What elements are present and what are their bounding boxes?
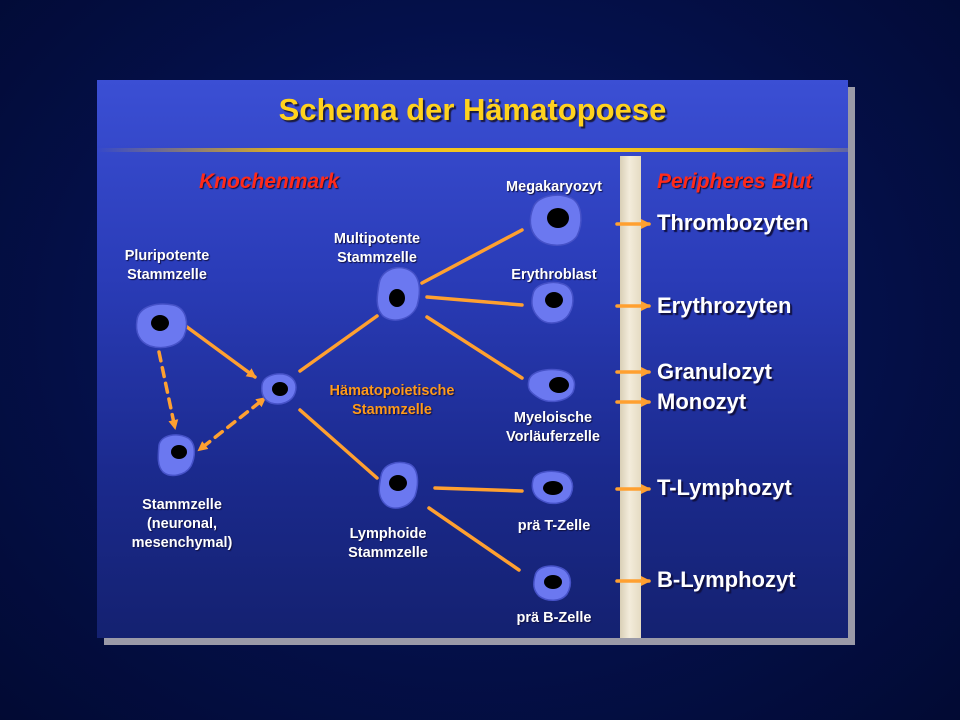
section-peripheres-blut: Peripheres Blut (657, 170, 813, 193)
cell-pluripotent (135, 303, 188, 349)
label-myeloid: Myeloische Vorläuferzelle (505, 410, 601, 445)
label-thrombocytes: Thrombozyten (657, 210, 809, 235)
cell-erythroblast (531, 281, 574, 324)
label-hematopoietic: Hämatopoietische Stammzelle (329, 383, 455, 418)
slide-panel: Schema der Hämatopoese Knochenmark Perip… (97, 80, 848, 638)
label-monocyte: Monozyt (657, 389, 747, 414)
label-pre-b: prä B-Zelle (516, 610, 592, 626)
section-knochenmark: Knochenmark (199, 170, 340, 193)
cell-stem-other (157, 434, 196, 477)
label-stem-other: Stammzelle (neuronal, mesenchymal) (131, 497, 233, 551)
arrow-pluripotent-to-stem-other (157, 350, 179, 430)
line-multipotent-to-erythroblast (425, 295, 524, 307)
hematopoiesis-diagram (135, 194, 651, 601)
line-hsc-to-lymphoid (298, 408, 379, 480)
label-pluripotent: Pluripotente Stammzelle (124, 248, 210, 283)
cell-multipotent (376, 266, 421, 321)
cell-hematopoietic (261, 373, 297, 405)
cell-myeloid (527, 368, 576, 403)
label-b-lymphocyte: B-Lymphozyt (657, 567, 796, 592)
label-erythroblast: Erythroblast (511, 267, 597, 283)
line-multipotent-to-megakaryocyte (420, 228, 524, 285)
cell-pre-t (531, 470, 574, 505)
label-lymphoid: Lymphoide Stammzelle (348, 526, 428, 561)
cell-pre-b (533, 565, 572, 601)
label-multipotent: Multipotente Stammzelle (333, 231, 421, 266)
label-pre-t: prä T-Zelle (517, 518, 591, 534)
label-granulocyte: Granulozyt (657, 359, 772, 384)
label-erythrocytes: Erythrozyten (657, 293, 792, 318)
line-hsc-to-multipotent (298, 314, 379, 373)
title-underline (97, 148, 848, 152)
slide-title: Schema der Hämatopoese (278, 92, 667, 127)
arrow-hsc-stem-other (197, 397, 267, 452)
cell-lymphoid (378, 461, 419, 509)
line-multipotent-to-myeloid (425, 315, 524, 380)
label-t-lymphocyte: T-Lymphozyt (657, 475, 792, 500)
cell-megakaryocyte (529, 194, 582, 246)
line-lymphoid-to-pre-b (427, 506, 521, 572)
blood-vessel-divider (620, 156, 641, 638)
label-megakaryocyte: Megakaryozyt (506, 179, 602, 195)
arrow-pluripotent-to-hsc (185, 325, 257, 379)
line-lymphoid-to-pre-t (433, 486, 524, 493)
